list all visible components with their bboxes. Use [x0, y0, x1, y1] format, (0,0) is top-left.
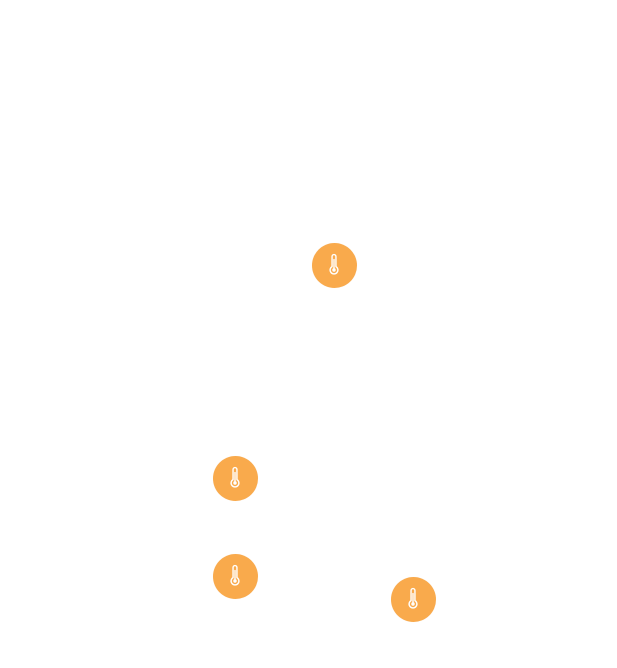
thermometer-icon [230, 466, 240, 488]
map-marker-temperature[interactable] [390, 576, 436, 622]
map-marker-temperature[interactable] [212, 553, 258, 599]
thermometer-icon [230, 564, 240, 586]
map-marker-temperature[interactable] [212, 455, 258, 501]
map-marker-temperature[interactable] [311, 242, 357, 288]
thermometer-icon [329, 253, 339, 275]
thermometer-icon [408, 587, 418, 609]
